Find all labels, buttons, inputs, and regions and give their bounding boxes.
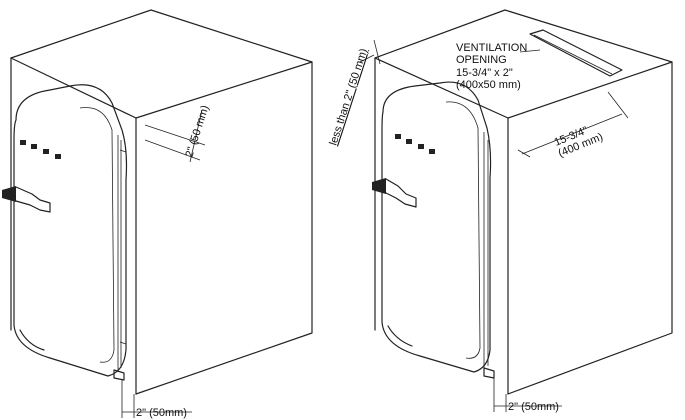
left-side-gap-dimension: 2" (50mm) xyxy=(121,380,192,419)
right-refrigerator xyxy=(372,81,495,379)
smeg-logo xyxy=(20,140,61,159)
right-depth-dimension: 15-3/4" (400 mm) xyxy=(517,91,629,160)
left-cabinet xyxy=(10,9,313,395)
smeg-logo xyxy=(395,134,435,154)
door-handle xyxy=(2,186,51,213)
left-rear-gap-label: 2" (50 mm) xyxy=(183,104,211,159)
left-installation-figure: 2" (50 mm) 2" (50mm) xyxy=(2,9,313,419)
ventilation-label-line3: 15-3/4" x 2" xyxy=(456,67,513,79)
left-refrigerator xyxy=(2,84,128,381)
right-cabinet xyxy=(374,9,673,395)
ventilation-label-line2: OPENING xyxy=(456,54,507,66)
door-handle xyxy=(372,178,417,208)
right-installation-figure: less than 2" (50 mm) VENTILATION OPENING… xyxy=(327,9,673,413)
right-rear-gap-dimension: less than 2" (50 mm) xyxy=(327,39,381,147)
right-side-gap-label: 2" (50mm) xyxy=(508,401,559,413)
ventilation-label-line1: VENTILATION xyxy=(456,42,527,54)
left-side-gap-label: 2" (50mm) xyxy=(136,407,187,419)
ventilation-opening xyxy=(529,29,623,77)
ventilation-opening-callout: VENTILATION OPENING 15-3/4" x 2" (400x50… xyxy=(456,42,541,91)
right-rear-gap-label: less than 2" (50 mm) xyxy=(327,47,370,147)
right-side-gap-dimension: 2" (50mm) xyxy=(493,378,562,413)
ventilation-label-line4: (400x50 mm) xyxy=(456,79,521,91)
